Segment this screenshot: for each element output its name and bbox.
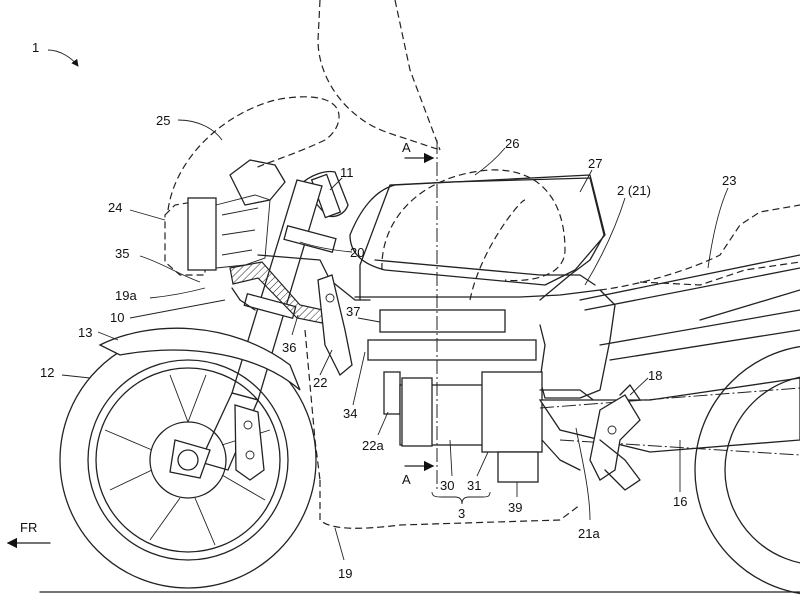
- ref-24: 24: [108, 200, 122, 215]
- ref-18: 18: [648, 368, 662, 383]
- ref-13: 13: [78, 325, 92, 340]
- leader-31: [476, 451, 489, 477]
- brake-bolt-1: [243, 420, 253, 430]
- leader-12: [61, 374, 91, 379]
- motor-end-cap: [383, 371, 401, 415]
- ref-12: 12: [40, 365, 54, 380]
- ref-20: 20: [350, 245, 364, 260]
- main-frame-spine: [359, 177, 605, 301]
- meter-cluster: [229, 159, 286, 206]
- rear-bracket: [589, 394, 641, 481]
- tank-cover: [349, 174, 606, 286]
- leader-23: [707, 187, 729, 269]
- leader-34: [352, 351, 366, 406]
- headlight-housing: [164, 199, 206, 276]
- rear-bracket-bolt: [607, 425, 617, 435]
- front-fender: [98, 327, 301, 391]
- rear-linkage: [599, 384, 641, 491]
- bracket-hole: [325, 293, 335, 303]
- bracket-3: [431, 491, 491, 505]
- leader-20: [299, 241, 353, 253]
- cowl-dashed-vertical: [394, 0, 441, 151]
- motor-front-flange: [401, 377, 433, 447]
- leader-36: [291, 314, 299, 336]
- leader-2: [584, 197, 626, 286]
- handlebar: [299, 170, 349, 218]
- ref-16: 16: [673, 494, 687, 509]
- upper-cowl-outline: [317, 0, 441, 151]
- ref-26: 26: [505, 136, 519, 151]
- rear-tire: [694, 345, 800, 595]
- ref-39: 39: [508, 500, 522, 515]
- fork-clamp-upper: [283, 224, 337, 254]
- rear-rim: [724, 376, 800, 564]
- leader-30: [449, 439, 453, 477]
- under-cowl-front: [304, 329, 321, 481]
- seat-outline: [599, 204, 800, 291]
- ref-2-21: 2 (21): [617, 183, 651, 198]
- ref-1: 1: [32, 40, 39, 55]
- ref-31: 31: [467, 478, 481, 493]
- ref-19a: 19a: [115, 288, 137, 303]
- ref-10: 10: [110, 310, 124, 325]
- leader-10: [129, 299, 226, 319]
- leader-19: [334, 527, 345, 561]
- ref-11: 11: [340, 165, 354, 180]
- leader-13: [97, 331, 119, 341]
- ref-30: 30: [440, 478, 454, 493]
- leader-37: [357, 317, 381, 323]
- ref-27: 27: [588, 156, 602, 171]
- rider-knee: [469, 199, 526, 301]
- leader-35: [139, 255, 201, 283]
- ref-3: 3: [458, 506, 465, 521]
- leader-18: [629, 377, 649, 396]
- swing-arm: [538, 377, 800, 453]
- leader-26: [474, 147, 506, 176]
- ref-21a: 21a: [578, 526, 600, 541]
- leader-19a: [149, 287, 206, 299]
- ref-25: 25: [156, 113, 170, 128]
- battery-plate-upper: [379, 309, 506, 333]
- front-direction-label: FR: [20, 520, 37, 535]
- ref-37: 37: [346, 304, 360, 319]
- motor-body-31: [481, 371, 543, 453]
- leader-24: [129, 209, 166, 221]
- ref-22a: 22a: [362, 438, 384, 453]
- ref-19: 19: [338, 566, 352, 581]
- front-tire-inner: [87, 359, 289, 561]
- leader-21a: [575, 427, 591, 521]
- seat-lower-dashed: [639, 261, 800, 286]
- ref-22: 22: [313, 375, 327, 390]
- rider-outline: [381, 169, 566, 282]
- headlight-details: [215, 194, 271, 269]
- headlight-lens: [187, 197, 217, 271]
- battery-plate-lower: [367, 339, 537, 361]
- leader-27: [579, 169, 593, 193]
- fork-bottom-bracket: [169, 439, 211, 479]
- brake-caliper: [234, 404, 265, 481]
- section-label-bottom: A: [402, 472, 411, 487]
- controller-39: [497, 451, 539, 483]
- windscreen-outline: [167, 96, 340, 211]
- brake-bolt-2: [245, 450, 255, 460]
- leader-22a: [377, 411, 389, 436]
- ref-34: 34: [343, 406, 357, 421]
- leader-11: [329, 177, 343, 191]
- motor-bracket: [317, 274, 353, 377]
- leader-22: [319, 349, 333, 376]
- under-cowl: [319, 480, 581, 529]
- leader-1: [47, 49, 79, 67]
- ref-23: 23: [722, 173, 736, 188]
- rear-subframe: [579, 254, 800, 361]
- ref-36: 36: [282, 340, 296, 355]
- front-axle: [177, 449, 199, 471]
- front-rim: [95, 367, 281, 553]
- leader-25: [177, 119, 223, 141]
- ref-35: 35: [115, 246, 129, 261]
- section-label-top: A: [402, 140, 411, 155]
